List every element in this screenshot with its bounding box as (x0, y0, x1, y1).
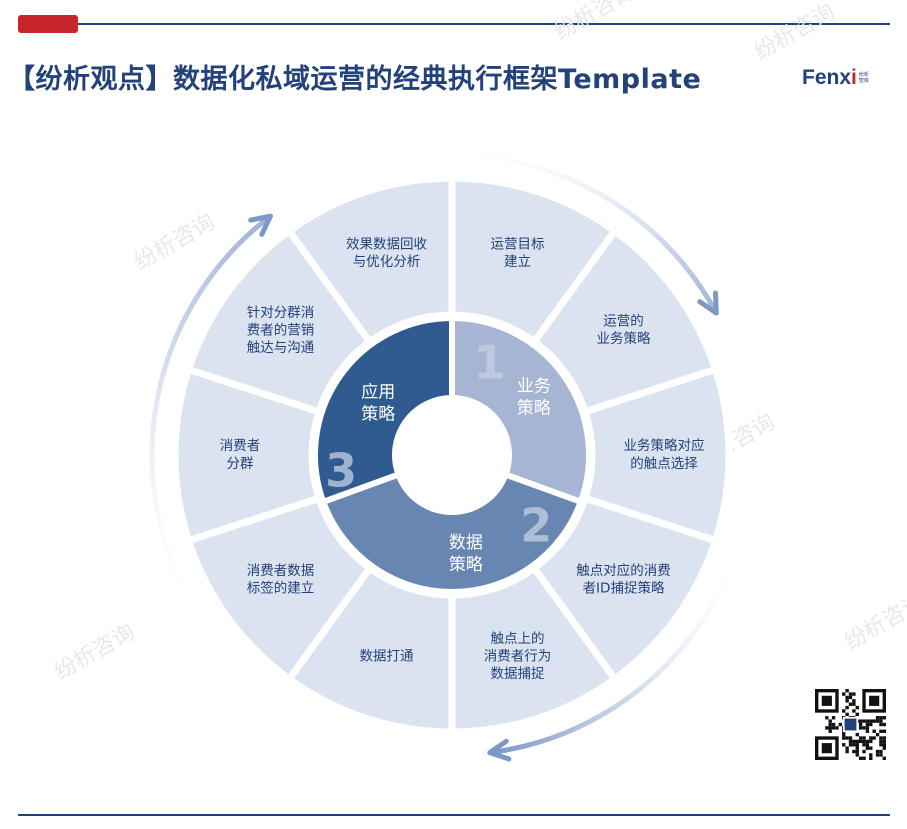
outer-segment-label: 的触点选择 (630, 456, 698, 472)
inner-segment-number: 1 (473, 335, 505, 389)
inner-segment-1 (449, 314, 592, 506)
watermark-text: 纷析咨询 (131, 210, 220, 276)
inner-segment-3 (312, 314, 455, 506)
footer-divider (18, 814, 890, 816)
watermark-text: 纷析咨询 (551, 0, 640, 45)
qr-code (815, 689, 886, 760)
inner-segment-label: 业务 (517, 377, 551, 397)
inner-segment-label: 策略 (517, 399, 551, 419)
outer-segment-label: 效果数据回收 (346, 237, 427, 253)
logo-text: Fenxi (802, 66, 857, 90)
header-divider (78, 23, 890, 25)
logo-text-main: Fenx (802, 66, 852, 89)
outer-segment-label: 触点对应的消费 (576, 562, 671, 579)
watermark-text: 纷析咨询 (51, 620, 140, 686)
outer-segment-label: 数据打通 (359, 648, 413, 665)
arrow-left (149, 216, 269, 602)
arrow-bottom-right-head (487, 738, 512, 762)
outer-segment-label: 标签的建立 (247, 579, 315, 596)
arrow-top-right-head (697, 290, 719, 316)
inner-segment-label: 应用 (361, 382, 395, 402)
inner-segment-number: 3 (325, 444, 357, 498)
inner-segment-label: 数据 (449, 533, 483, 553)
outer-segment-label: 业务策略 (597, 330, 651, 347)
inner-segment-2 (319, 470, 585, 595)
arrow-top-right (462, 152, 717, 311)
watermark-text: 纷析咨询 (841, 590, 907, 656)
outer-segment-label: 建立 (504, 254, 531, 270)
inner-segment-number: 2 (520, 499, 552, 553)
watermark-text: 纷析咨询 (751, 0, 840, 65)
inner-segment-label: 策略 (449, 555, 483, 575)
qr-logo (842, 716, 859, 733)
outer-segment-label: 运营的 (603, 314, 644, 330)
outer-segment-label: 触点上的 (491, 631, 545, 647)
outer-segment-label: 业务策略对应 (624, 437, 705, 454)
outer-segment-label: 数据捕捉 (491, 666, 545, 682)
qr-finder (815, 689, 839, 713)
qr-finder (862, 689, 886, 713)
arrow-left-head (248, 213, 273, 237)
header-accent-bar (18, 15, 78, 33)
outer-segment-label: 运营目标 (491, 237, 545, 253)
page-title: 【纷析观点】数据化私域运营的经典执行框架Template (8, 64, 702, 95)
outer-segment-label: 与优化分析 (353, 254, 421, 270)
logo-text-i: i (851, 66, 857, 89)
arrow-bottom-right (493, 571, 731, 755)
outer-segment-label: 分群 (227, 456, 254, 472)
inner-segment-label: 策略 (361, 404, 395, 424)
qr-finder (815, 736, 839, 760)
outer-segment-label: 费者的营销 (247, 322, 315, 338)
outer-segment-label: 触达与沟通 (247, 340, 315, 356)
outer-segment-label: 者ID捕捉策略 (583, 579, 665, 596)
outer-ring: 运营目标建立运营的业务策略业务策略对应的触点选择触点对应的消费者ID捕捉策略触点… (171, 174, 733, 736)
outer-segment-label: 针对分群消 (247, 305, 315, 321)
cycle-arrows (149, 152, 731, 762)
fenxi-logo: Fenxi 纷析智库 (802, 66, 871, 90)
outer-segment-label: 消费者数据 (247, 563, 315, 579)
logo-subtext: 纷析智库 (858, 72, 869, 84)
outer-segment-label: 消费者 (220, 438, 261, 454)
outer-segment-label: 消费者行为 (484, 649, 552, 665)
